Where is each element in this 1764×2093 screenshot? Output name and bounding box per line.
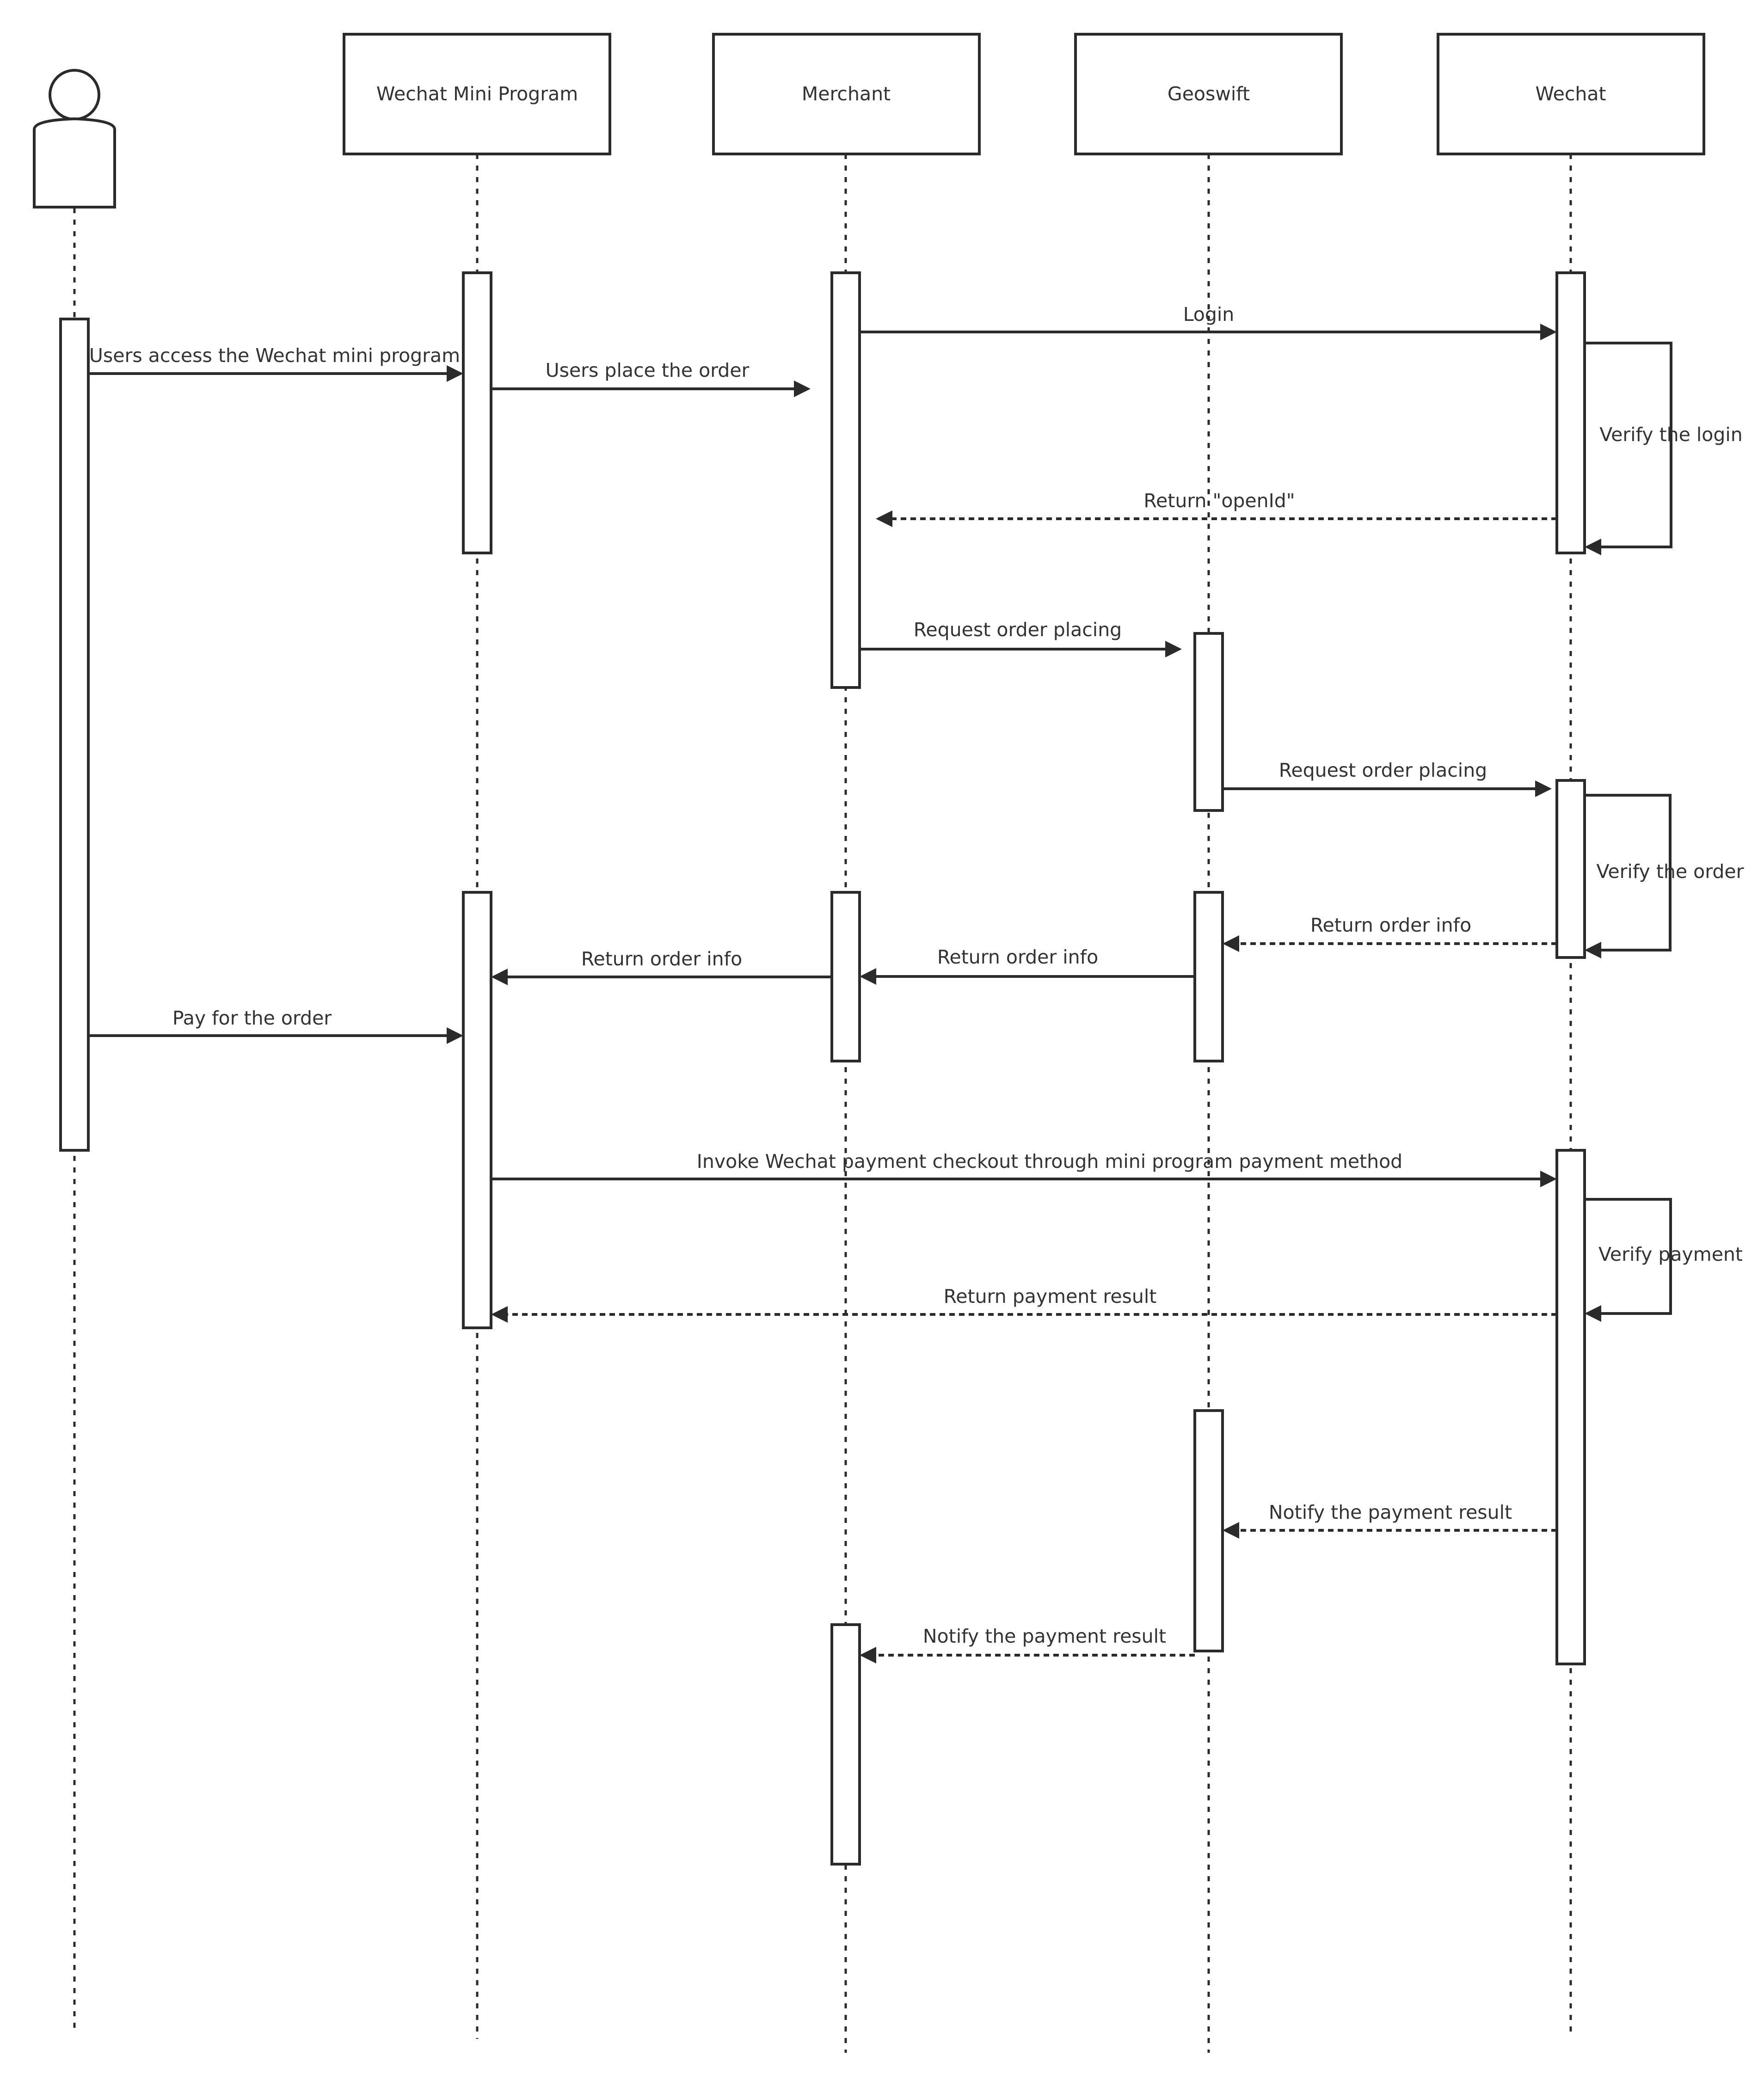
message-label: Return payment result bbox=[944, 1285, 1157, 1307]
participant-wechat-mini-program: Wechat Mini Program bbox=[343, 33, 611, 155]
activation-wechat-1 bbox=[1555, 271, 1586, 554]
self-message-arrow: Verify payment bbox=[1585, 1198, 1743, 1322]
message-label: Notify the payment result bbox=[923, 1625, 1166, 1647]
message-arrow: Request order placing bbox=[860, 619, 1182, 657]
participant-merchant: Merchant bbox=[712, 33, 981, 155]
message-arrow: Request order placing bbox=[1223, 759, 1552, 797]
participant-label: Wechat bbox=[1535, 83, 1606, 105]
message-arrow: Pay for the order bbox=[88, 1007, 463, 1044]
activation-user bbox=[59, 318, 90, 1152]
message-arrow: Notify the payment result bbox=[1223, 1501, 1557, 1539]
activation-mini-1 bbox=[462, 271, 492, 554]
message-label: Pay for the order bbox=[172, 1007, 332, 1029]
message-label: Verify payment bbox=[1598, 1243, 1743, 1265]
message-label: Verify the login bbox=[1599, 424, 1743, 446]
message-label: Request order placing bbox=[914, 619, 1122, 641]
message-label: Return order info bbox=[937, 946, 1098, 968]
message-label: Return "openId" bbox=[1143, 490, 1295, 512]
message-label: Return order info bbox=[1310, 914, 1471, 936]
activation-geoswift-2 bbox=[1193, 891, 1224, 1062]
message-arrow: Users access the Wechat mini program bbox=[88, 344, 463, 382]
activation-geoswift-1 bbox=[1193, 632, 1224, 812]
message-arrow: Return "openId" bbox=[876, 490, 1557, 527]
activation-merchant-1 bbox=[830, 271, 861, 689]
participant-label: Geoswift bbox=[1168, 83, 1250, 105]
activation-mini-2 bbox=[462, 891, 492, 1329]
message-label: Notify the payment result bbox=[1269, 1501, 1512, 1523]
message-label: Users place the order bbox=[546, 359, 750, 381]
self-message-arrow: Verify the login bbox=[1585, 342, 1743, 555]
message-label: Request order placing bbox=[1279, 759, 1487, 781]
message-arrow: Notify the payment result bbox=[860, 1625, 1195, 1663]
self-message-arrow: Verify the order bbox=[1585, 794, 1744, 958]
user-actor-icon bbox=[33, 69, 116, 209]
message-arrow: Return payment result bbox=[491, 1285, 1557, 1323]
participant-label: Merchant bbox=[802, 83, 891, 105]
activation-geoswift-3 bbox=[1193, 1409, 1224, 1652]
activation-wechat-2 bbox=[1555, 779, 1586, 959]
participant-label: Wechat Mini Program bbox=[376, 83, 578, 105]
message-label: Invoke Wechat payment checkout through m… bbox=[697, 1150, 1402, 1172]
message-arrow: Return order info bbox=[491, 948, 832, 985]
message-label: Login bbox=[1183, 303, 1235, 325]
participant-wechat: Wechat bbox=[1437, 33, 1705, 155]
activation-wechat-3 bbox=[1555, 1149, 1586, 1665]
message-label: Verify the order bbox=[1597, 860, 1744, 883]
message-arrow: Login bbox=[860, 303, 1557, 340]
participant-geoswift: Geoswift bbox=[1074, 33, 1343, 155]
message-label: Return order info bbox=[581, 948, 742, 970]
message-arrow: Invoke Wechat payment checkout through m… bbox=[491, 1150, 1557, 1187]
activation-merchant-3 bbox=[830, 1623, 861, 1866]
message-arrow: Return order info bbox=[860, 946, 1195, 985]
message-arrow: Return order info bbox=[1223, 914, 1557, 952]
message-label: Users access the Wechat mini program bbox=[89, 344, 460, 367]
message-arrow: Users place the order bbox=[491, 359, 811, 397]
activation-merchant-2 bbox=[830, 891, 861, 1062]
